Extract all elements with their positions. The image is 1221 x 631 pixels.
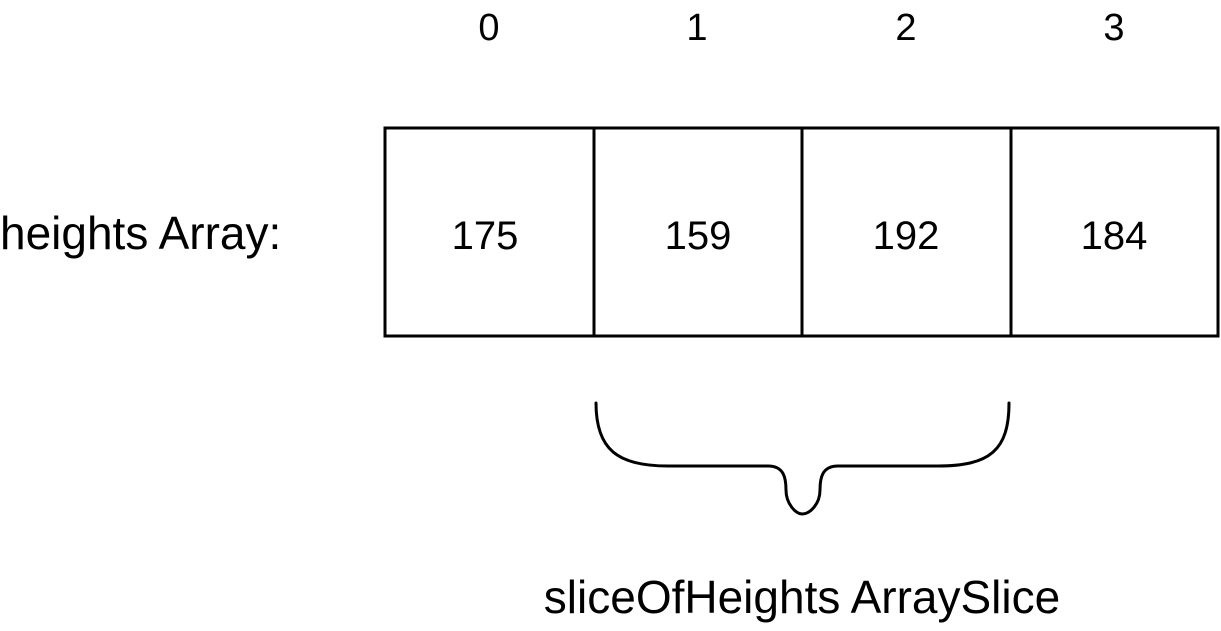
array-cells — [383, 126, 1220, 338]
index-label-1: 1 — [686, 7, 707, 49]
index-labels: 0 1 2 3 — [478, 7, 1124, 49]
cell-value-3: 184 — [1081, 214, 1148, 258]
cell-value-1: 159 — [665, 214, 732, 258]
cell-value-0: 175 — [452, 214, 519, 258]
index-label-0: 0 — [478, 7, 499, 49]
cell-value-2: 192 — [873, 214, 940, 258]
index-label-3: 3 — [1103, 7, 1124, 49]
array-cell-3 — [1009, 126, 1220, 338]
array-label: heights Array: — [0, 207, 281, 259]
slice-brace — [594, 401, 1011, 516]
slice-label: sliceOfHeights ArraySlice — [544, 571, 1060, 623]
cell-values: 175 159 192 184 — [452, 214, 1148, 258]
index-label-2: 2 — [895, 7, 916, 49]
